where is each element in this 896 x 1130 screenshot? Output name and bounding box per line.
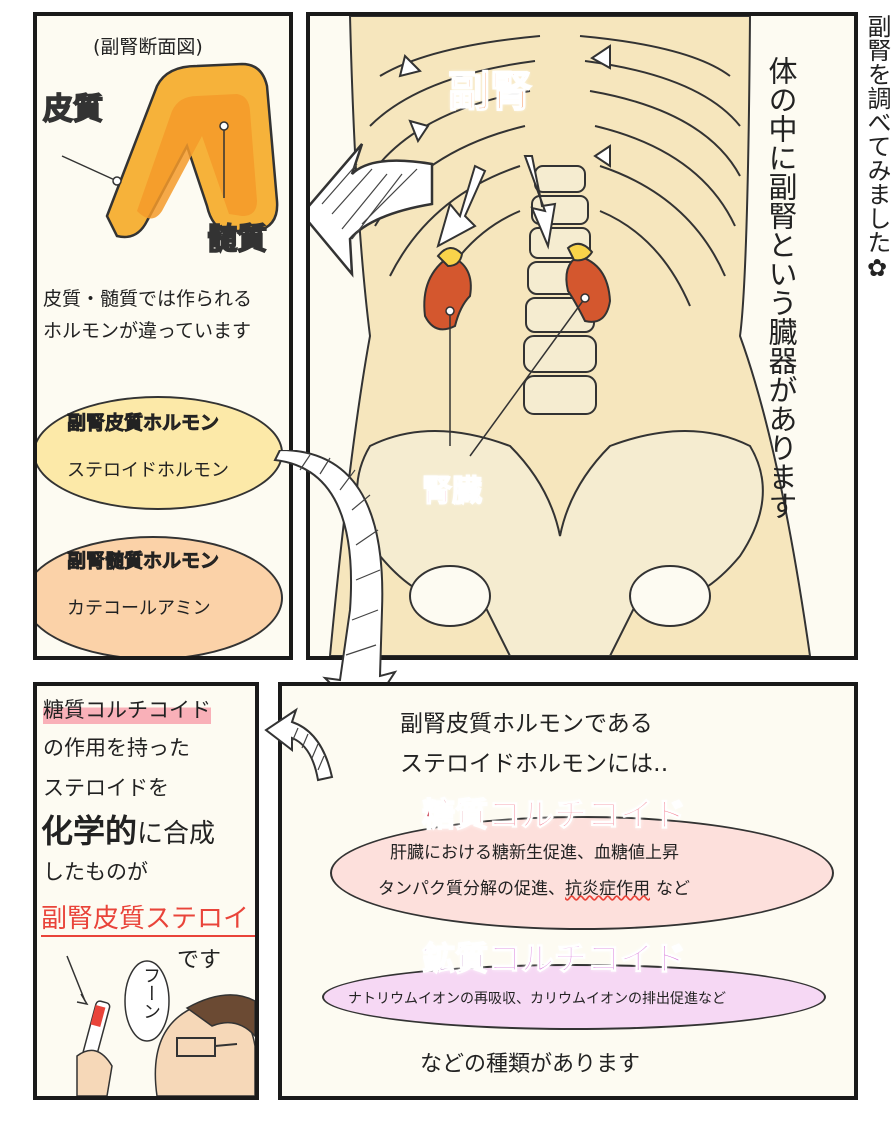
- panel-body-skeleton: 副腎 腎臓 体の中に副腎という臓器があります: [306, 12, 858, 660]
- glucocorticoid-title: 糖質コルチコイド: [421, 788, 686, 836]
- cortex-label: 皮質: [42, 91, 104, 128]
- etc-text: など: [656, 879, 690, 899]
- mineralocorticoid-bubble: [322, 964, 826, 1030]
- speech-hmm: フーン: [140, 966, 161, 1020]
- protein-breakdown-text: タンパク質分解の促進、: [378, 879, 565, 899]
- synthetic-line7: です: [177, 948, 222, 973]
- mineralocorticoid-title: 鉱質コルチコイド: [421, 932, 686, 980]
- glucocorticoid-effect-line1: 肝臓における糖新生促進、血糖値上昇: [390, 843, 679, 863]
- glucocorticoid-bubble: [330, 816, 834, 930]
- adrenal-cross-section-illustration: [61, 62, 279, 239]
- mineralocorticoid-prefix: 鉱質: [421, 938, 488, 978]
- body-skeleton-illustration: [328, 16, 812, 656]
- side-vertical-caption: 副腎を調べてみました✿: [863, 14, 891, 282]
- medulla-label: 髄質: [206, 221, 268, 258]
- synthesized-text: に合成: [137, 819, 216, 849]
- mineralocorticoid-effect: ナトリウムイオンの再吸収、カリウムイオンの排出促進など: [348, 991, 726, 1007]
- mineralocorticoid-suffix: コルチコイド: [487, 938, 686, 978]
- synthetic-line4: 化学的に合成: [41, 806, 215, 852]
- synthetic-line2: の作用を持った: [43, 736, 190, 760]
- character-illustration: [66, 955, 255, 1096]
- chemically-emphasis: 化学的: [41, 812, 138, 850]
- adrenal-gland-label: 副腎: [447, 66, 533, 117]
- panel-hormone-types: 副腎皮質ホルモンである ステロイドホルモンには‥ 糖質コルチコイド 肝臓における…: [278, 682, 858, 1100]
- panel-adrenal-cross-section: (副腎断面図) 皮質 髄質 皮質・髄質では作られる ホルモンが違っています 副腎…: [33, 12, 293, 660]
- cortex-hormone-title: 副腎皮質ホルモン: [67, 412, 220, 435]
- arrow-to-hormone-types: [273, 450, 398, 720]
- cortex-medulla-description-line1: 皮質・髄質では作られる: [43, 288, 253, 310]
- cross-section-title: (副腎断面図): [93, 36, 203, 58]
- types-intro-line2: ステロイドホルモンには‥: [400, 751, 669, 777]
- medulla-hormone-bubble: [37, 536, 283, 656]
- kidney-label: 腎臓: [421, 473, 482, 509]
- cortex-medulla-description-line2: ホルモンが違っています: [43, 320, 252, 342]
- arrow-to-cross-section: [310, 143, 434, 278]
- synthetic-line3: ステロイドを: [43, 776, 169, 800]
- panel-synthetic-steroid: 糖質コルチコイド の作用を持った ステロイドを 化学的に合成 したものが 副腎皮…: [33, 682, 259, 1100]
- types-outro: などの種類があります: [420, 1052, 641, 1077]
- glucocorticoid-effect-line2: タンパク質分解の促進、抗炎症作用など: [378, 874, 690, 899]
- adrenal-cortical-steroid-term: 副腎皮質ステロイド: [41, 898, 255, 937]
- glucocorticoid-suffix: コルチコイド: [487, 794, 686, 834]
- glucocorticoid-prefix: 糖質: [421, 794, 488, 834]
- types-intro-line1: 副腎皮質ホルモンである: [400, 711, 653, 737]
- arrow-to-synthetic-steroid: [264, 707, 334, 782]
- cortex-hormone-bubble: [37, 396, 283, 510]
- medulla-hormone-text: カテコールアミン: [67, 598, 211, 619]
- cortex-hormone-text: ステロイドホルモン: [67, 460, 229, 481]
- synthetic-line5: したものが: [43, 860, 148, 884]
- medulla-hormone-title: 副腎髄質ホルモン: [67, 550, 220, 573]
- body-vertical-caption: 体の中に副腎という臓器があります: [764, 56, 798, 520]
- synthetic-line1: 糖質コルチコイド: [43, 694, 211, 724]
- anti-inflammatory-text: 抗炎症作用: [565, 879, 650, 899]
